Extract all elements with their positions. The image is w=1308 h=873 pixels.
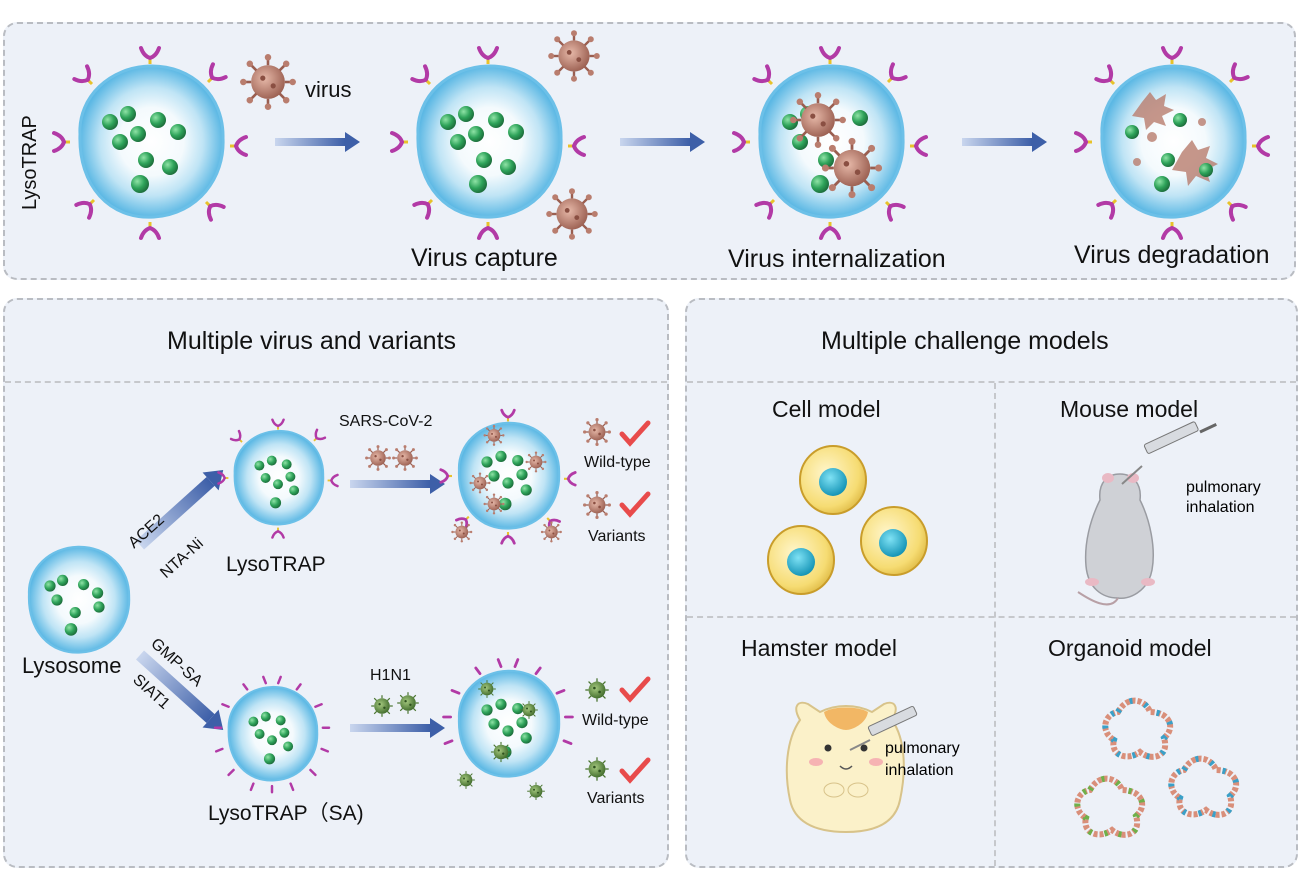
hamster-note-line1: pulmonary [885, 740, 960, 757]
mouse-model-title: Mouse model [1060, 396, 1199, 422]
lysosome-label: Lysosome [22, 653, 122, 678]
arrow-1 [275, 132, 360, 152]
cell-icon [767, 525, 835, 595]
h1n1-label: H1N1 [370, 667, 411, 684]
left-panel-illustration [27, 408, 651, 801]
right-panel-divider-h2 [687, 616, 1296, 618]
left-panel-title: Multiple virus and variants [167, 327, 457, 355]
arrow-lower [135, 650, 224, 730]
right-panel-title: Multiple challenge models [821, 327, 1109, 355]
hamster-model-title: Hamster model [741, 635, 897, 661]
cell-model-title: Cell model [772, 396, 881, 422]
top-panel-illustration [52, 28, 1270, 242]
mouse-note-line2: inhalation [1186, 499, 1255, 516]
arrow-3 [962, 132, 1047, 152]
cell-icon [799, 445, 867, 515]
syringe-icon [849, 705, 918, 751]
lysotrap-sa-captured [442, 658, 574, 801]
arrow-upper [135, 470, 224, 550]
check-icon [619, 491, 651, 518]
syringe-icon [1121, 421, 1217, 485]
check-icon [619, 420, 651, 447]
arrow-lower-right [350, 718, 445, 738]
mouse-note-line1: pulmonary [1186, 479, 1261, 496]
lower-wildtype-label: Wild-type [582, 712, 649, 729]
organoid-icon [1074, 697, 1240, 838]
step-virus-degradation: Virus degradation [1074, 241, 1270, 269]
lysotrap-internalization [732, 46, 928, 240]
lower-variants-label: Variants [587, 790, 645, 807]
virus-label: virus [305, 77, 352, 102]
lysotrap-ace2 [217, 418, 339, 539]
lysotrap-ace2-captured [439, 408, 577, 545]
sars-cov-2-label: SARS-CoV-2 [339, 413, 433, 430]
left-panel-divider [5, 381, 667, 383]
lysotrap-sa [213, 675, 331, 794]
check-icon [619, 757, 651, 784]
lysotrap-label: LysoTRAP [226, 553, 326, 576]
arrow-upper-right [350, 474, 445, 494]
organoid-model-title: Organoid model [1048, 635, 1212, 661]
lysotrap-capture [390, 28, 601, 242]
mouse-icon [1077, 473, 1155, 606]
lysotrap-degradation [1074, 46, 1270, 240]
lysotrap-empty [52, 46, 248, 240]
lysotrap-sa-label: LysoTRAP（SA) [208, 802, 364, 825]
upper-wildtype-label: Wild-type [584, 454, 651, 471]
step-virus-capture: Virus capture [411, 244, 558, 272]
lysosome [27, 545, 131, 654]
check-icon [619, 676, 651, 703]
upper-variants-label: Variants [588, 528, 646, 545]
arrow-2 [620, 132, 705, 152]
cell-icon [860, 506, 928, 576]
right-panel-divider-v [994, 383, 996, 866]
hamster-note-line2: inhalation [885, 762, 954, 779]
step-virus-internalization: Virus internalization [728, 245, 946, 273]
right-panel-divider-h1 [687, 381, 1296, 383]
